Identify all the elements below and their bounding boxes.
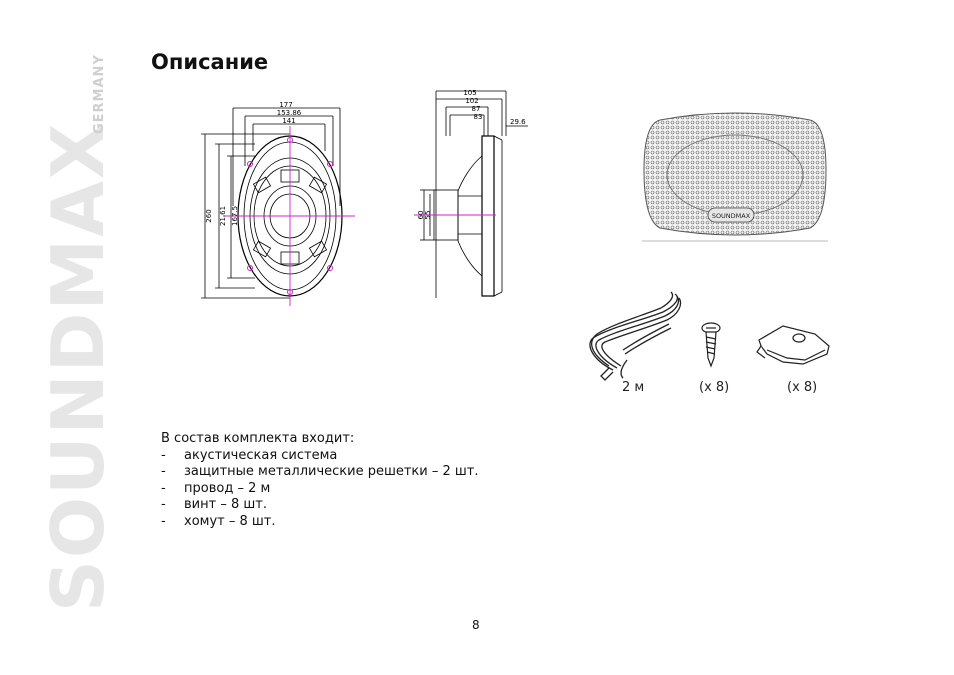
brand-watermark: SOUNDMAX GERMANY: [36, 52, 120, 612]
wire-coil-icon: [589, 291, 682, 381]
page-number: 8: [472, 618, 480, 632]
list-item: -акустическая система: [161, 447, 338, 463]
page-title: Описание: [151, 50, 269, 74]
dim-depth-2: 102: [465, 97, 478, 105]
dim-width-1: 177: [279, 101, 292, 109]
accessory-wire-label: 2 м: [622, 380, 645, 395]
dim-depth-3: 87: [472, 105, 481, 113]
dim-depth-4: 83: [474, 113, 483, 121]
dim-height-1: 260: [205, 209, 213, 222]
dim-width-2: 153.86: [277, 109, 302, 117]
dim-height-3: 167.5: [231, 206, 239, 226]
list-item: -винт – 8 шт.: [161, 497, 267, 512]
clamp-icon: [756, 325, 830, 365]
package-contents: В состав комплекта входит: -акустическая…: [161, 431, 479, 530]
accessory-screw-label: (x 8): [699, 380, 730, 395]
screw-icon: [701, 322, 721, 368]
brand-country: GERMANY: [92, 54, 107, 134]
speaker-grille-image: SOUNDMAX: [642, 112, 828, 242]
dim-small-1: 60: [417, 211, 425, 220]
dim-width-3: 141: [282, 117, 295, 125]
dim-depth-1: 105: [463, 89, 476, 97]
list-item: -провод – 2 м: [161, 480, 271, 496]
package-list: -акустическая система -защитные металлич…: [161, 448, 479, 531]
dim-height-2: 21.61: [219, 206, 227, 226]
list-item: -защитные металлические решетки – 2 шт.: [161, 464, 479, 479]
dim-offset: 29.6: [510, 118, 526, 126]
list-item: -хомут – 8 шт.: [161, 513, 276, 529]
speaker-side-drawing: 105 102 87 83 29.6 60 55: [414, 89, 528, 298]
accessory-clamp-label: (x 8): [787, 380, 818, 395]
speaker-front-drawing: 177 153.86 141 260 21.61 167.5: [201, 101, 355, 306]
package-intro: В состав комплекта входит:: [161, 431, 355, 446]
grille-logo: SOUNDMAX: [712, 212, 751, 220]
brand-name: SOUNDMAX: [36, 121, 120, 612]
dim-small-2: 55: [424, 211, 432, 220]
